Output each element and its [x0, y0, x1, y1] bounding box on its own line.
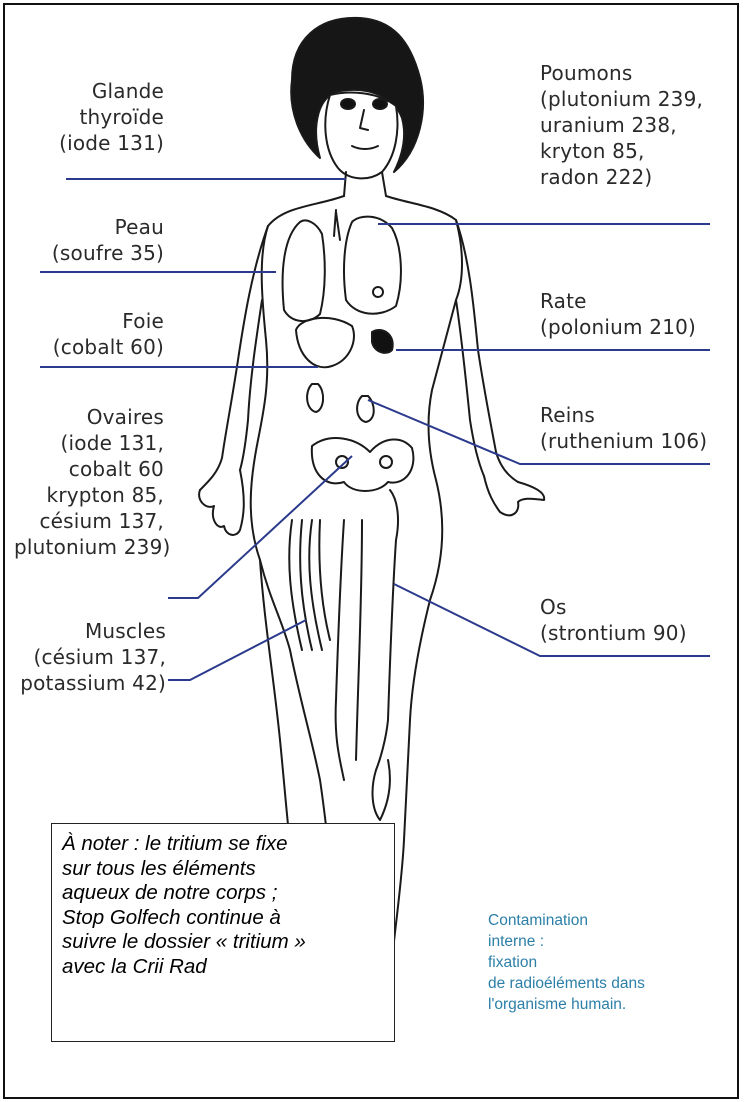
label-rate: Rate (polonium 210): [540, 288, 696, 340]
tritium-note-box: À noter : le tritium se fixe sur tous le…: [51, 823, 395, 1042]
pointer-line-ovaires: [168, 456, 352, 598]
label-thyroide: Glande thyroïde (iode 131): [40, 78, 164, 156]
pointer-line-muscles: [168, 620, 306, 680]
label-ovaires: Ovaires (iode 131, cobalt 60 krypton 85,…: [14, 404, 164, 560]
label-muscles: Muscles (césium 137, potassium 42): [14, 618, 166, 696]
label-peau: Peau (soufre 35): [30, 214, 164, 266]
label-os: Os (strontium 90): [540, 594, 687, 646]
label-poumons: Poumons (plutonium 239, uranium 238, kry…: [540, 60, 703, 190]
label-foie: Foie (cobalt 60): [30, 308, 164, 360]
label-reins: Reins (ruthenium 106): [540, 402, 707, 454]
figure-caption: Contamination interne : fixation de radi…: [488, 910, 645, 1015]
